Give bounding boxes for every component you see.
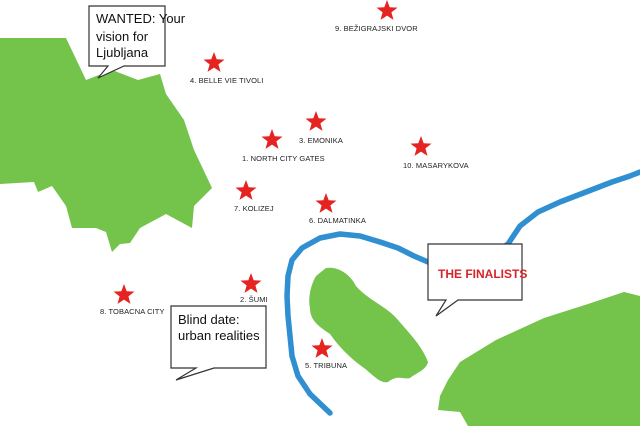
- blind-date-line-1: Blind date:: [178, 312, 239, 327]
- site-label-10: 10. MASARYKOVA: [403, 161, 469, 170]
- site-label-9: 9. BEŽIGRAJSKI DVOR: [335, 24, 418, 33]
- star-icon-site-5: [311, 338, 333, 358]
- site-markers: [113, 0, 432, 358]
- site-label-2: 2. ŠUMI: [240, 295, 268, 304]
- star-icon-site-2: [240, 273, 262, 293]
- star-icon-site-7: [235, 180, 257, 200]
- site-label-6: 6. DALMATINKA: [309, 216, 367, 225]
- star-icon-site-10: [410, 136, 432, 156]
- star-icon-site-9: [376, 0, 398, 20]
- castle-hill-area: [309, 267, 428, 383]
- wanted-line-3: Ljubljana: [96, 45, 149, 60]
- site-label-3: 3. EMONIKA: [299, 136, 343, 145]
- ljubljanica-river: [284, 169, 640, 416]
- site-label-5: 5. TRIBUNA: [305, 361, 348, 370]
- site-label-7: 7. KOLIZEJ: [234, 204, 274, 213]
- site-label-8: 8. TOBACNA CITY: [100, 307, 165, 316]
- blind-date-callout: Blind date: urban realities: [170, 305, 267, 381]
- site-label-1: 1. NORTH CITY GATES: [242, 154, 325, 163]
- wanted-line-2: vision for: [96, 29, 149, 44]
- finalists-callout: THE FINALISTS: [427, 243, 527, 317]
- star-icon-site-1: [261, 129, 283, 149]
- star-icon-site-3: [305, 111, 327, 131]
- wanted-callout: WANTED: Your vision for Ljubljana: [88, 5, 186, 79]
- golovec-area: [438, 292, 640, 426]
- blind-date-line-2: urban realities: [178, 328, 260, 343]
- wanted-line-1: WANTED: Your: [96, 11, 186, 26]
- star-icon-site-8: [113, 284, 135, 304]
- tivoli-park-area: [0, 38, 212, 252]
- finalists-text: THE FINALISTS: [438, 267, 527, 281]
- star-icon-site-4: [203, 52, 225, 72]
- site-label-4: 4. BELLE VIE TIVOLI: [190, 76, 264, 85]
- star-icon-site-6: [315, 193, 337, 213]
